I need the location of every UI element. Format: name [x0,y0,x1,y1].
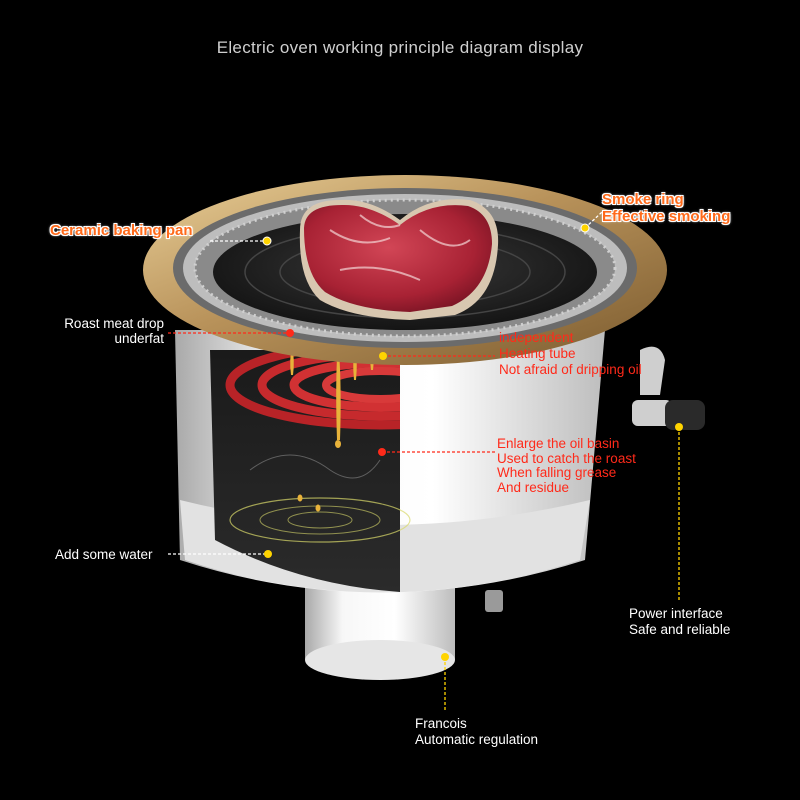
label-roast-2: underfat [114,331,164,346]
dot-ceramic [262,236,272,246]
dot-basin [378,448,386,456]
label-basin-3: When falling grease [497,465,617,480]
dot-smoke [580,223,590,233]
dot-water [264,550,272,558]
steak [299,199,499,320]
dot-roast [286,329,294,337]
label-heating-2: Heating tube [499,346,576,361]
label-power-1: Power interface [629,606,723,621]
dot-heating [379,352,387,360]
bottom-controller-cylinder [305,585,503,680]
label-francois-2: Automatic regulation [415,732,539,747]
label-basin-4: And residue [497,480,570,495]
label-heating-1: independent [499,330,574,345]
dot-power [675,423,683,431]
label-smoke-ring-2: Effective smoking [602,208,731,225]
label-heating-3: Not afraid of dripping oil [499,362,642,377]
label-basin-1: Enlarge the oil basin [497,436,620,451]
label-power-2: Safe and reliable [629,622,731,637]
label-ceramic-baking-pan: Ceramic baking pan [50,222,193,239]
leader-dots [262,223,683,661]
label-basin-2: Used to catch the roast [497,451,636,466]
power-connector [632,346,705,430]
label-add-water: Add some water [55,547,153,562]
label-francois-1: Francois [415,716,467,731]
dot-francois [441,653,449,661]
leader-lines [168,211,680,712]
label-smoke-ring-1: Smoke ring [602,191,684,208]
leader-smoke [584,211,603,229]
label-roast-1: Roast meat drop [64,316,164,331]
diagram-title: Electric oven working principle diagram … [216,38,584,57]
